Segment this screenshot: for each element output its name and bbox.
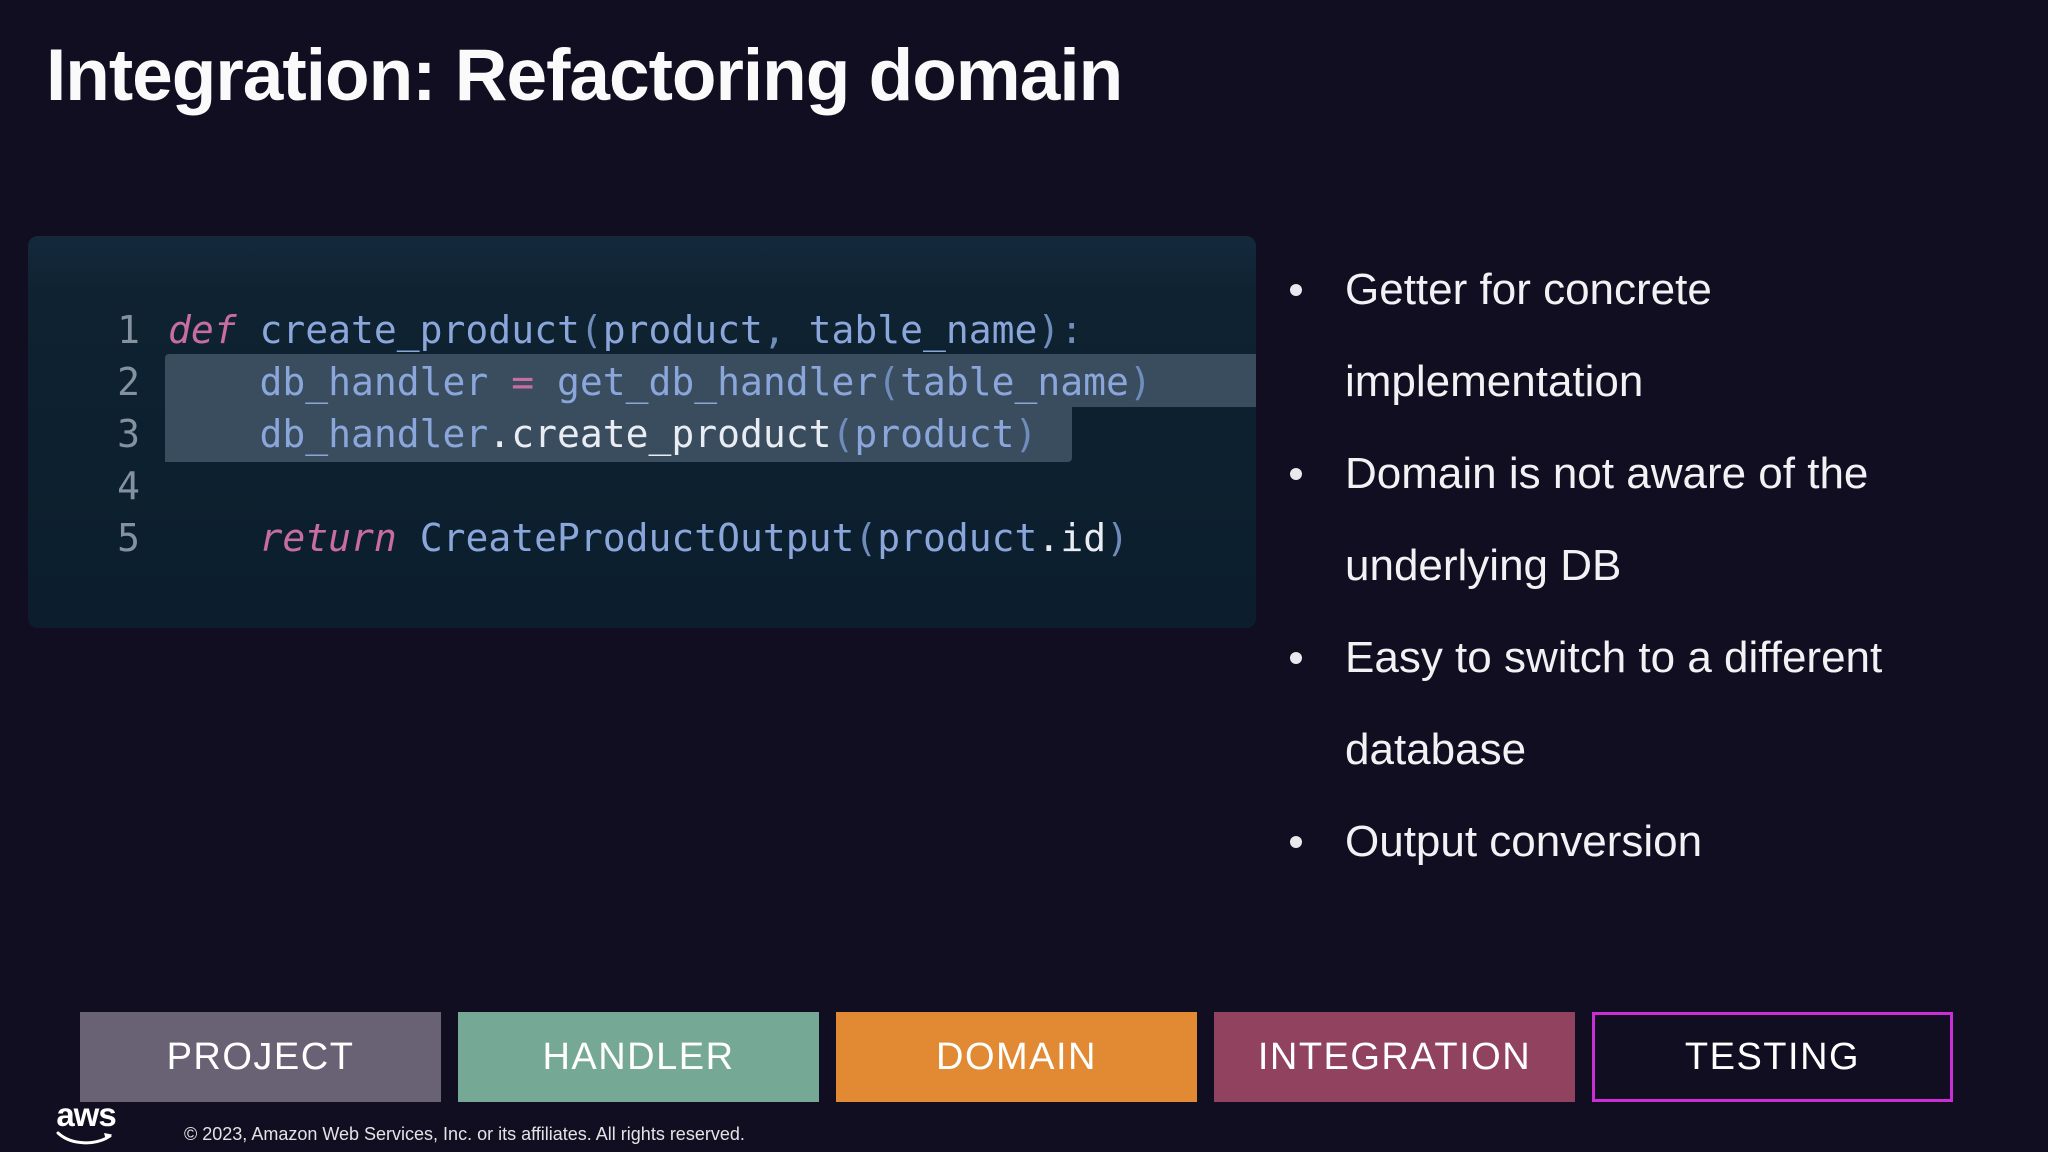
bullet-dot-icon [1290, 652, 1302, 664]
bullet-text: Domain is not aware of the underlying DB [1345, 449, 1869, 590]
bullet-text: Output conversion [1345, 817, 1703, 866]
code-token-plain [397, 516, 420, 560]
code-token-identifier: product [602, 308, 763, 352]
code-token-punct: ( [854, 516, 878, 560]
code-token-identifier: create_product [259, 308, 580, 352]
code-token-plain: id [1060, 516, 1107, 560]
code-token-plain: . [488, 412, 512, 456]
code-token-punct: ( [579, 308, 603, 352]
code-token-punct: , [762, 308, 809, 352]
code-token-punct: ): [1037, 308, 1084, 352]
bullet-item: Output conversion [1288, 796, 1985, 888]
nav-button-domain[interactable]: DOMAIN [836, 1012, 1197, 1102]
code-token-plain [488, 360, 511, 404]
code-token-identifier: product [877, 516, 1038, 560]
code-token-plain [168, 516, 260, 560]
code-token-identifier: db_handler [259, 360, 489, 404]
code-token-plain: . [1037, 516, 1061, 560]
code-token-plain [534, 360, 557, 404]
code-line-2: 2 db_handler = get_db_handler(table_name… [28, 356, 1256, 408]
code-token-identifier: db_handler [259, 412, 489, 456]
code-token-punct: ( [831, 412, 855, 456]
line-number: 2 [117, 360, 140, 404]
code-text: db_handler = get_db_handler(table_name) [168, 356, 1152, 408]
code-token-punct: ( [877, 360, 901, 404]
line-number: 1 [117, 308, 140, 352]
code-token-keyword: return [259, 516, 397, 560]
nav-button-integration[interactable]: INTEGRATION [1214, 1012, 1575, 1102]
code-token-punct: ) [1106, 516, 1129, 560]
bullet-text: Easy to switch to a different database [1345, 633, 1883, 774]
bullet-dot-icon [1290, 468, 1302, 480]
aws-logo: aws [54, 1096, 118, 1148]
bullet-dot-icon [1290, 284, 1302, 296]
nav-button-project[interactable]: PROJECT [80, 1012, 441, 1102]
nav-button-testing[interactable]: TESTING [1592, 1012, 1953, 1102]
code-token-identifier: table_name [808, 308, 1038, 352]
code-token-keyword: def [168, 308, 237, 352]
bullet-dot-icon [1290, 836, 1302, 848]
code-token-operator: = [511, 360, 535, 404]
bullet-text: Getter for concrete implementation [1345, 265, 1712, 406]
code-token-plain: create_product [511, 412, 832, 456]
code-line-4: 4 [28, 460, 1256, 512]
code-highlight-line-3 [165, 407, 1072, 462]
code-highlight-line-2 [165, 354, 1256, 407]
bullet-item: Easy to switch to a different database [1288, 612, 1985, 796]
code-text: def create_product(product, table_name): [168, 304, 1083, 356]
bullet-item: Domain is not aware of the underlying DB [1288, 428, 1985, 612]
code-token-identifier: CreateProductOutput [419, 516, 855, 560]
slide-title: Integration: Refactoring domain [46, 35, 1123, 116]
line-number: 3 [117, 412, 140, 456]
code-token-punct: ) [1128, 360, 1152, 404]
code-token-punct: ) [1014, 412, 1038, 456]
aws-smile-icon [56, 1131, 112, 1145]
code-token-identifier: get_db_handler [556, 360, 878, 404]
code-line-1: 1 def create_product(product, table_name)… [28, 304, 1256, 356]
code-token-plain [237, 308, 260, 352]
code-token-plain [168, 412, 260, 456]
nav-button-handler[interactable]: HANDLER [458, 1012, 819, 1102]
code-line-3: 3 db_handler.create_product(product) [28, 408, 1256, 460]
code-line-5: 5 return CreateProductOutput(product.id) [28, 512, 1256, 564]
bullet-item: Getter for concrete implementation [1288, 244, 1985, 428]
code-token-plain [168, 360, 260, 404]
line-number: 5 [117, 516, 140, 560]
code-text: db_handler.create_product(product) [168, 408, 1038, 460]
code-token-identifier: table_name [900, 360, 1129, 404]
aws-logo-text: aws [56, 1096, 116, 1133]
code-text: return CreateProductOutput(product.id) [168, 512, 1129, 564]
line-number: 4 [117, 464, 140, 508]
code-token-identifier: product [854, 412, 1015, 456]
copyright-text: © 2023, Amazon Web Services, Inc. or its… [184, 1124, 745, 1144]
